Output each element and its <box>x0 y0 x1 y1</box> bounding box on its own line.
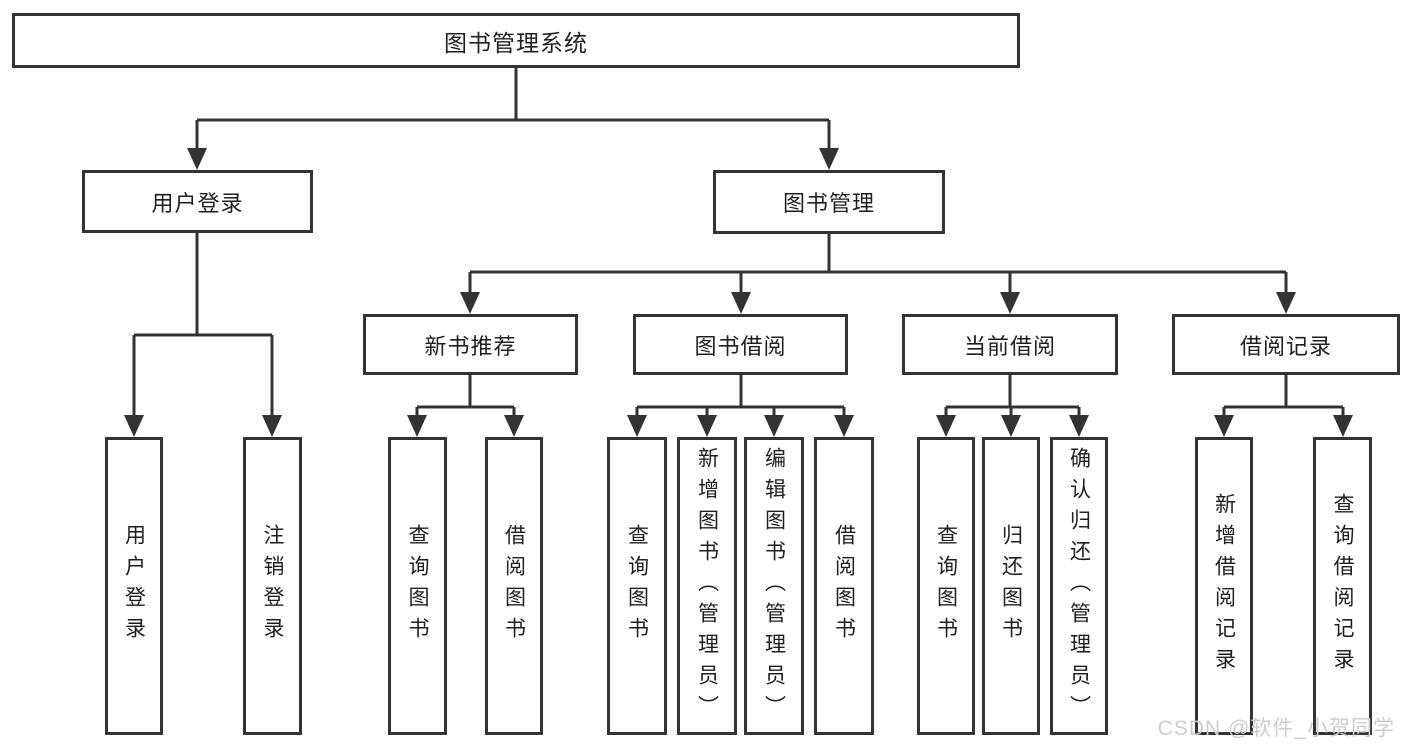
leaf-confirm-return-admin-label: 确认归还（管理员） <box>1067 446 1091 726</box>
leaf-add-borrow-record-label: 新增借阅记录 <box>1212 493 1236 679</box>
connector-book-management-to-sections <box>460 234 1296 314</box>
leaf-borrow-books-recommend-label: 借阅图书 <box>502 524 526 648</box>
connector-new-book-recommendation-to-leaves <box>407 375 524 437</box>
leaf-query-books-borrowing-label: 查询图书 <box>625 524 649 648</box>
node-user-login-branch: 用户登录 <box>82 170 313 233</box>
leaf-query-borrow-record-label: 查询借阅记录 <box>1331 493 1354 679</box>
leaf-confirm-return-admin: 确认归还（管理员） <box>1050 437 1108 735</box>
leaf-return-books: 归还图书 <box>982 437 1040 735</box>
connector-user-login-to-leaves <box>124 233 282 437</box>
connector-book-borrowing-to-leaves <box>627 375 854 437</box>
leaf-user-login: 用户登录 <box>105 437 163 735</box>
leaf-query-books-current-label: 查询图书 <box>934 524 958 648</box>
connector-root-to-level2 <box>187 68 839 170</box>
node-book-borrowing: 图书借阅 <box>633 314 848 375</box>
leaf-query-books-borrowing: 查询图书 <box>607 437 667 735</box>
node-current-borrowing-label: 当前借阅 <box>963 333 1056 359</box>
node-user-login-branch-label: 用户登录 <box>151 190 244 216</box>
leaf-borrow-books-borrowing: 借阅图书 <box>814 437 874 735</box>
node-borrowing-records: 借阅记录 <box>1172 314 1400 375</box>
node-current-borrowing: 当前借阅 <box>902 314 1118 375</box>
csdn-watermark: CSDN @软件_小贺同学 <box>1157 717 1395 740</box>
leaf-edit-book-admin-label: 编辑图书（管理员） <box>762 446 786 726</box>
leaf-add-book-admin: 新增图书（管理员） <box>677 437 737 735</box>
leaf-add-book-admin-label: 新增图书（管理员） <box>695 446 719 726</box>
node-new-book-recommendation: 新书推荐 <box>363 314 578 375</box>
leaf-query-books-recommend: 查询图书 <box>388 437 447 735</box>
leaf-return-books-label: 归还图书 <box>999 524 1023 648</box>
connector-borrowing-records-to-leaves <box>1214 375 1353 437</box>
node-new-book-recommendation-label: 新书推荐 <box>424 333 517 359</box>
node-book-management-branch-label: 图书管理 <box>782 191 875 216</box>
leaf-query-borrow-record: 查询借阅记录 <box>1313 437 1372 735</box>
node-library-management-system-label: 图书管理系统 <box>444 29 588 56</box>
leaf-edit-book-admin: 编辑图书（管理员） <box>744 437 804 735</box>
node-book-borrowing-label: 图书借阅 <box>694 333 787 359</box>
leaf-add-borrow-record: 新增借阅记录 <box>1195 437 1253 735</box>
leaf-borrow-books-borrowing-label: 借阅图书 <box>832 524 856 648</box>
leaf-logout-label: 注销登录 <box>261 524 284 648</box>
leaf-query-books-current: 查询图书 <box>917 437 975 735</box>
leaf-logout: 注销登录 <box>243 437 302 735</box>
node-library-management-system: 图书管理系统 <box>12 13 1020 68</box>
connector-current-borrowing-to-leaves <box>936 375 1089 437</box>
leaf-query-books-recommend-label: 查询图书 <box>406 524 429 648</box>
node-borrowing-records-label: 借阅记录 <box>1239 333 1332 359</box>
leaf-borrow-books-recommend: 借阅图书 <box>485 437 543 735</box>
leaf-user-login-label: 用户登录 <box>122 524 146 648</box>
node-book-management-branch: 图书管理 <box>713 170 945 234</box>
